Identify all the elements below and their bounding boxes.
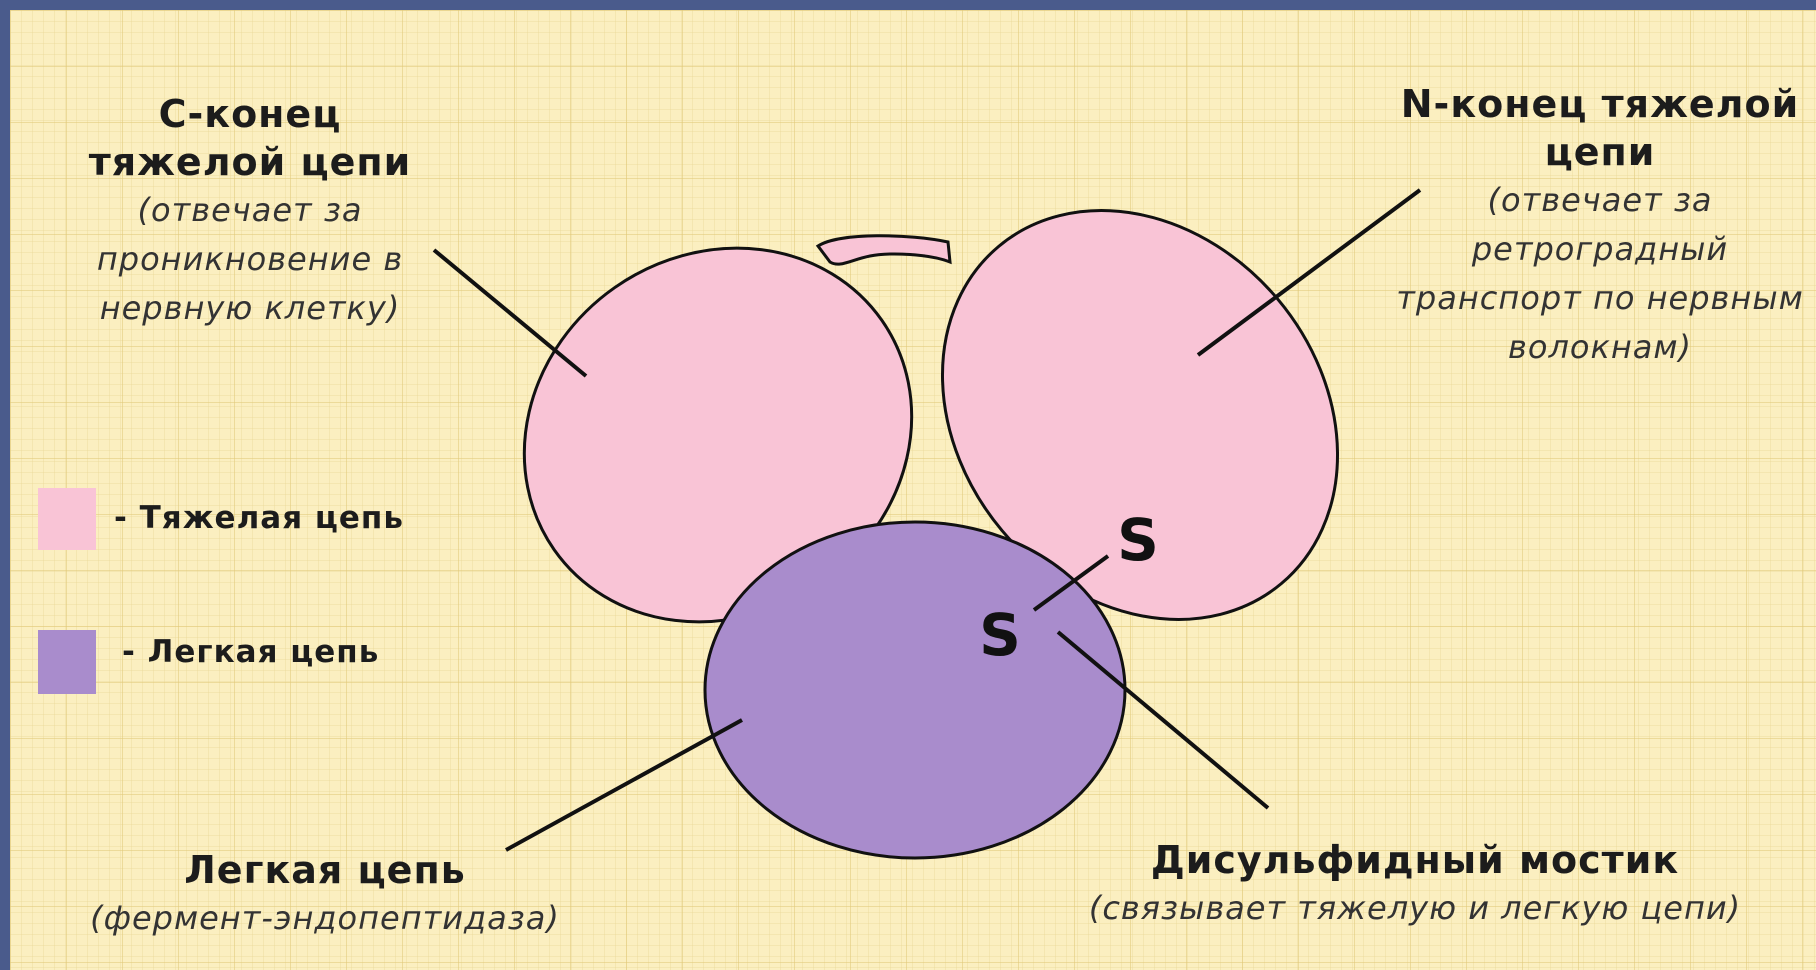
disulfide-title: Дисульфидный мостик	[1065, 836, 1765, 884]
sulfur-atom-top: S	[1117, 506, 1159, 574]
diagram-panel: S S С-конец тяжелой цепи (отвечает за пр…	[10, 10, 1816, 970]
legend-light-chain-swatch	[38, 630, 96, 694]
legend-heavy-chain-swatch	[38, 488, 96, 550]
legend-light-chain-text: - Легкая цепь	[122, 634, 379, 670]
heavy-chain-linker	[818, 236, 950, 264]
sulfur-atom-bottom: S	[979, 601, 1021, 669]
c-end-title: С-конец тяжелой цепи	[70, 90, 430, 186]
c-end-note: (отвечает за проникновение в нервную кле…	[70, 186, 430, 333]
c-end-label: С-конец тяжелой цепи (отвечает за проник…	[70, 90, 430, 333]
n-end-label: N-конец тяжелой цепи (отвечает за ретрог…	[1385, 80, 1815, 372]
light-chain-label: Легкая цепь (фермент-эндопептидаза)	[65, 846, 585, 943]
n-end-title: N-конец тяжелой цепи	[1385, 80, 1815, 176]
legend-heavy-chain-text: - Тяжелая цепь	[114, 500, 404, 536]
disulfide-label: Дисульфидный мостик (связывает тяжелую и…	[1065, 836, 1765, 933]
light-chain-leader-line	[506, 720, 742, 850]
n-end-note: (отвечает за ретроградный транспорт по н…	[1385, 176, 1815, 372]
light-chain-domain	[705, 522, 1125, 858]
disulfide-note: (связывает тяжелую и легкую цепи)	[1065, 884, 1765, 933]
c-end-leader-line	[434, 250, 586, 376]
light-chain-note: (фермент-эндопептидаза)	[65, 894, 585, 943]
light-chain-title: Легкая цепь	[65, 846, 585, 894]
